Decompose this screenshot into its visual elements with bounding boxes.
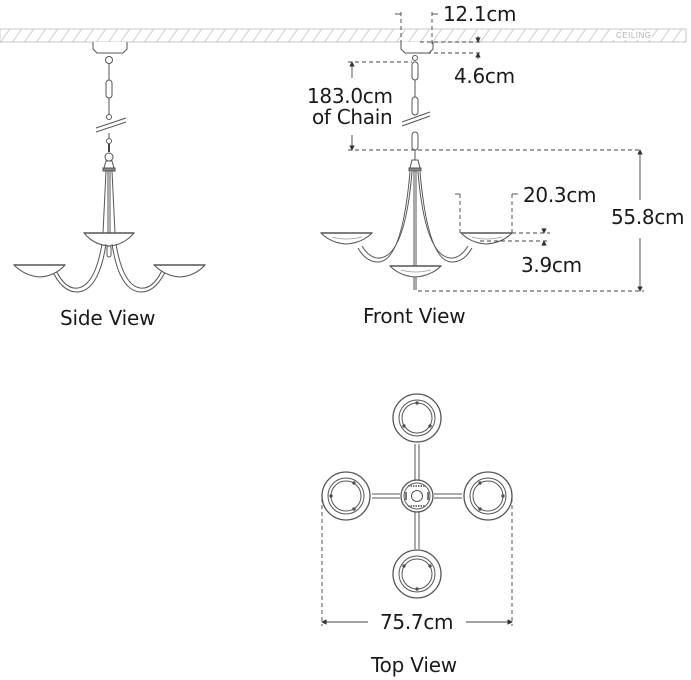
front-view-title: Front View bbox=[363, 304, 466, 328]
shade-depth-label: 3.9cm bbox=[521, 253, 582, 277]
overall-width-label: 75.7cm bbox=[380, 610, 454, 634]
ceiling-label: CEILING bbox=[616, 31, 652, 40]
top-view-drawing bbox=[321, 393, 513, 599]
front-view-drawing bbox=[319, 42, 514, 290]
top-view-title: Top View bbox=[371, 653, 457, 677]
side-view-drawing bbox=[12, 42, 207, 293]
shade-width-label: 20.3cm bbox=[523, 183, 597, 207]
ceiling bbox=[0, 28, 687, 43]
top-view-dimension-lines bbox=[321, 498, 513, 626]
chain-length-label: 183.0cm bbox=[307, 84, 393, 108]
canopy-width-label: 12.1cm bbox=[443, 2, 517, 26]
side-view-title: Side View bbox=[60, 306, 156, 330]
canopy-height-label: 4.6cm bbox=[454, 64, 515, 88]
fixture-height-label: 55.8cm bbox=[611, 205, 685, 229]
chain-suffix-label: of Chain bbox=[312, 105, 393, 129]
front-view-dimension-lines bbox=[348, 12, 644, 292]
